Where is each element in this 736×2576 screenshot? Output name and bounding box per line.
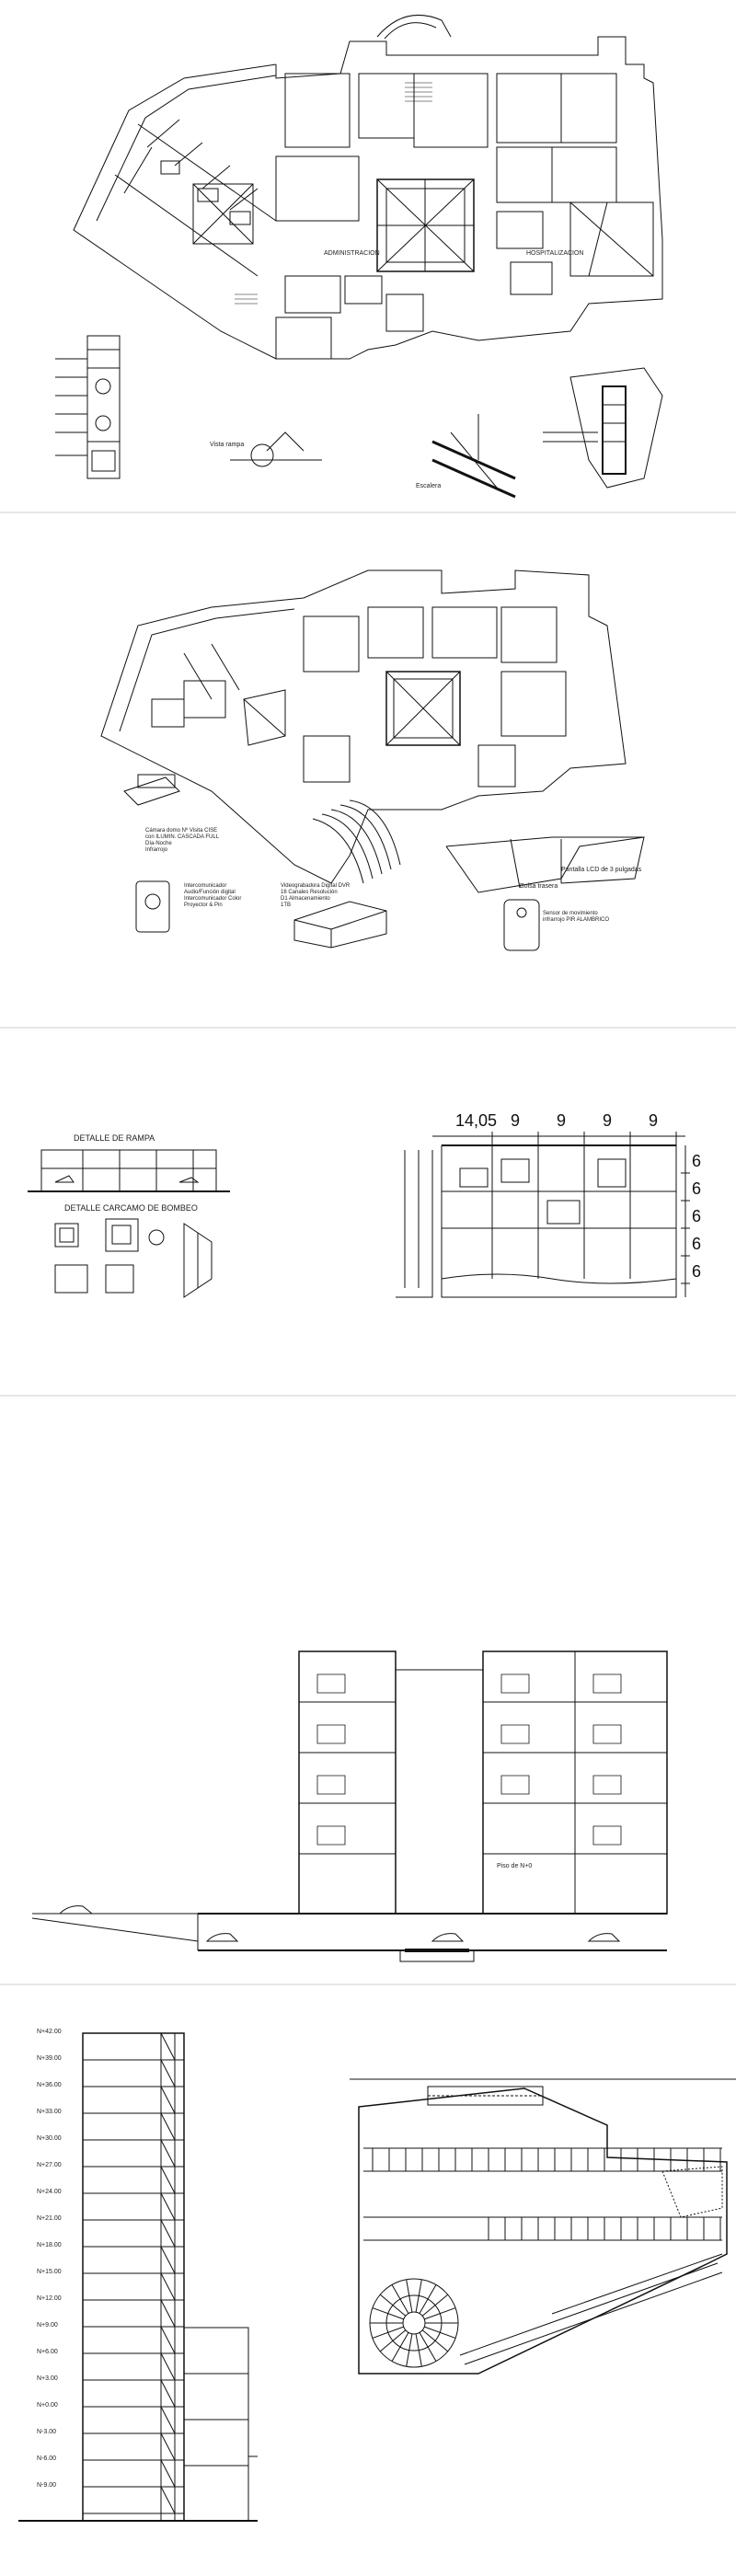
spiral-ramp-step [420, 2332, 436, 2361]
spiral-ramp-step [407, 2334, 412, 2366]
tower-stair-line [161, 2460, 175, 2487]
tower-level-label: N+18.00 [37, 2242, 62, 2248]
tower-stair-line [161, 2433, 175, 2460]
tower-stair-line [161, 2060, 175, 2087]
tower-level-label: N+27.00 [37, 2162, 62, 2168]
sheet-3-details: DETALLE DE RAMPA DETALLE CARCAMO DE BOMB… [0, 1030, 736, 1398]
tower-level-label: N+6.00 [37, 2349, 58, 2355]
dim-side-2: 6 [692, 1207, 702, 1225]
tower-level-label: N+36.00 [37, 2082, 62, 2088]
dim-top-3: 9 [603, 1111, 613, 1130]
tower-level-label: N+9.00 [37, 2322, 58, 2329]
tower-level-label: N+15.00 [37, 2269, 62, 2275]
dim-side-3: 6 [692, 1235, 702, 1253]
dvr-note: Videograbadora Digital DVR 16 Canales Re… [281, 883, 351, 908]
tower-stair-line [161, 2247, 175, 2273]
detail-drawing [0, 1030, 736, 1398]
floor-plan-1-drawing [0, 0, 736, 515]
tower-stair-line [161, 2300, 175, 2327]
dim-side-0: 6 [692, 1152, 702, 1170]
spiral-ramp-step [380, 2294, 406, 2316]
tower-level-label: N-9.00 [37, 2482, 57, 2489]
section-drawing [0, 1398, 736, 1987]
tower-level-label: N+42.00 [37, 2029, 62, 2035]
tower-level-label: N-6.00 [37, 2455, 57, 2462]
tower-stair-line [161, 2220, 175, 2247]
sensor-note: Sensor de movimiento infrarrojo PIR ALAM… [543, 911, 610, 923]
spiral-ramp-step [392, 2284, 408, 2313]
spiral-ramp-step [373, 2327, 404, 2338]
tower-stair-line [161, 2487, 175, 2513]
dim-top-2: 9 [557, 1111, 567, 1130]
ramp-note-label: Vista rampa [210, 442, 245, 448]
spiral-ramp-step [380, 2330, 406, 2352]
tower-drawing [0, 1987, 736, 2576]
tower-stair-line [161, 2140, 175, 2167]
ramp-detail-title: DETALLE DE RAMPA [74, 1133, 155, 1143]
tower-stair-line [161, 2380, 175, 2407]
dim-side-1: 6 [692, 1179, 702, 1198]
tower-stair-line [161, 2033, 175, 2060]
tower-stair-line [161, 2327, 175, 2353]
ground-level-label: Piso de N+0 [497, 1863, 533, 1869]
sheet-4-building-section: Piso de N+0 [0, 1398, 736, 1987]
tower-level-label: N+3.00 [37, 2375, 58, 2382]
floor-plan-2-drawing [0, 515, 736, 1030]
tower-level-label: N+30.00 [37, 2135, 62, 2142]
panel-note: Pantalla LCD de 3 pulgadas [561, 867, 642, 873]
sheet-2-security-plan: Cámara domo Nº Visita CISE con ILUMIN. C… [0, 515, 736, 1030]
tower-level-label: N+0.00 [37, 2402, 58, 2409]
tower-stair-line [161, 2193, 175, 2220]
tower-level-label: N+33.00 [37, 2109, 62, 2115]
spiral-ramp-step [424, 2327, 455, 2338]
plan-caption-administration: ADMINISTRACION [324, 250, 380, 257]
stair-note-label: Escalera [416, 483, 442, 489]
tower-level-label: N+39.00 [37, 2055, 62, 2062]
spiral-ramp-step [424, 2308, 455, 2319]
tower-stair-line [161, 2113, 175, 2140]
camera-note: Cámara domo Nº Visita CISE con ILUMIN. C… [145, 828, 220, 853]
tower-level-label: N+12.00 [37, 2295, 62, 2302]
dim-top-4: 9 [649, 1111, 659, 1130]
spiral-ramp-step [373, 2308, 404, 2319]
spiral-ramp-step [422, 2294, 448, 2316]
sheet-1-floor-plan: Vista rampa Escalera ADMINISTRACION HOSP… [0, 0, 736, 515]
dim-top-1: 9 [511, 1111, 521, 1130]
tower-stair-line [161, 2407, 175, 2433]
spiral-ramp-step [420, 2284, 436, 2313]
pump-detail-title: DETALLE CARCAMO DE BOMBEO [64, 1203, 198, 1213]
spiral-ramp-step [407, 2280, 412, 2312]
dim-side-4: 6 [692, 1262, 702, 1281]
tower-stair-line [161, 2353, 175, 2380]
spiral-ramp-step [416, 2280, 421, 2312]
tower-level-label: N-3.00 [37, 2429, 57, 2435]
tower-stair-line [161, 2273, 175, 2300]
panel-note-2: Bolsa trasera [520, 883, 558, 890]
tower-stair-line [161, 2167, 175, 2193]
spiral-ramp-step [416, 2334, 421, 2366]
spiral-ramp-step [392, 2332, 408, 2361]
tower-level-label: N+21.00 [37, 2215, 62, 2222]
plan-caption-hospitalization: HOSPITALIZACION [526, 250, 584, 257]
spiral-ramp-step [422, 2330, 448, 2352]
intercom-note: Intercomunicador Audio/Función digital I… [184, 883, 242, 908]
tower-level-label: N+24.00 [37, 2189, 62, 2195]
tower-stair-line [161, 2087, 175, 2113]
dim-top-0: 14,05 [455, 1111, 498, 1130]
